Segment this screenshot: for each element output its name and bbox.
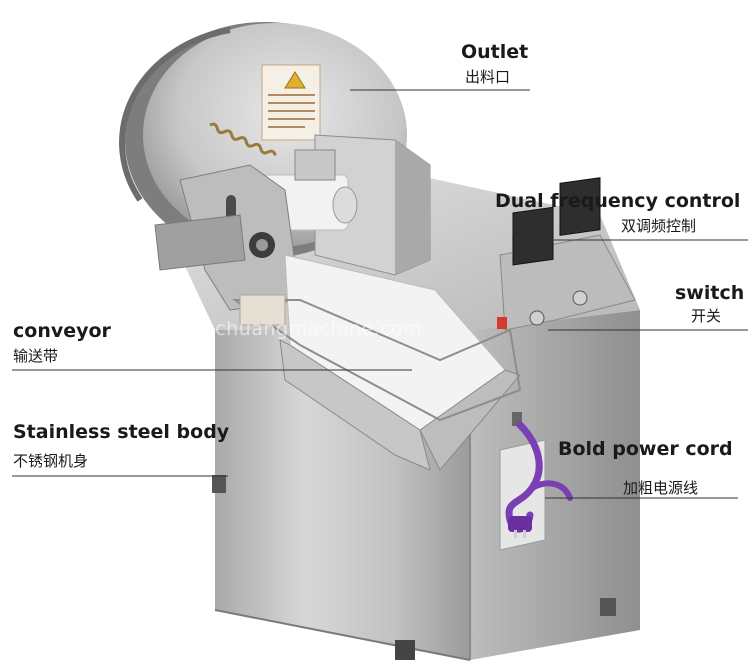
label-stainless-body-zh: 不锈钢机身 [13,452,89,470]
label-power-cord-en: Bold power cord [558,438,733,460]
label-stainless-body-en: Stainless steel body [13,421,230,443]
label-switch-zh: 开关 [691,307,722,325]
conveyor-belt [231,254,522,471]
tension-spring [209,122,277,156]
cutting-head [257,134,431,276]
power-cord [505,421,573,538]
label-conveyor-en: conveyor [13,320,111,342]
label-switch-en: switch [675,282,745,304]
roller-frame [154,164,301,311]
watermark-text: hanchuangmachine.com [178,318,423,340]
label-conveyor-zh: 输送带 [13,347,59,365]
label-power-cord-zh: 加粗电源线 [623,479,699,497]
label-outlet-en: Outlet [461,41,529,63]
leader-lines [12,89,748,499]
control-panel [497,177,636,331]
label-dual-frequency-en: Dual frequency control [495,190,741,212]
label-outlet-zh: 出料口 [465,68,511,86]
label-dual-frequency-zh: 双调频控制 [621,217,697,235]
